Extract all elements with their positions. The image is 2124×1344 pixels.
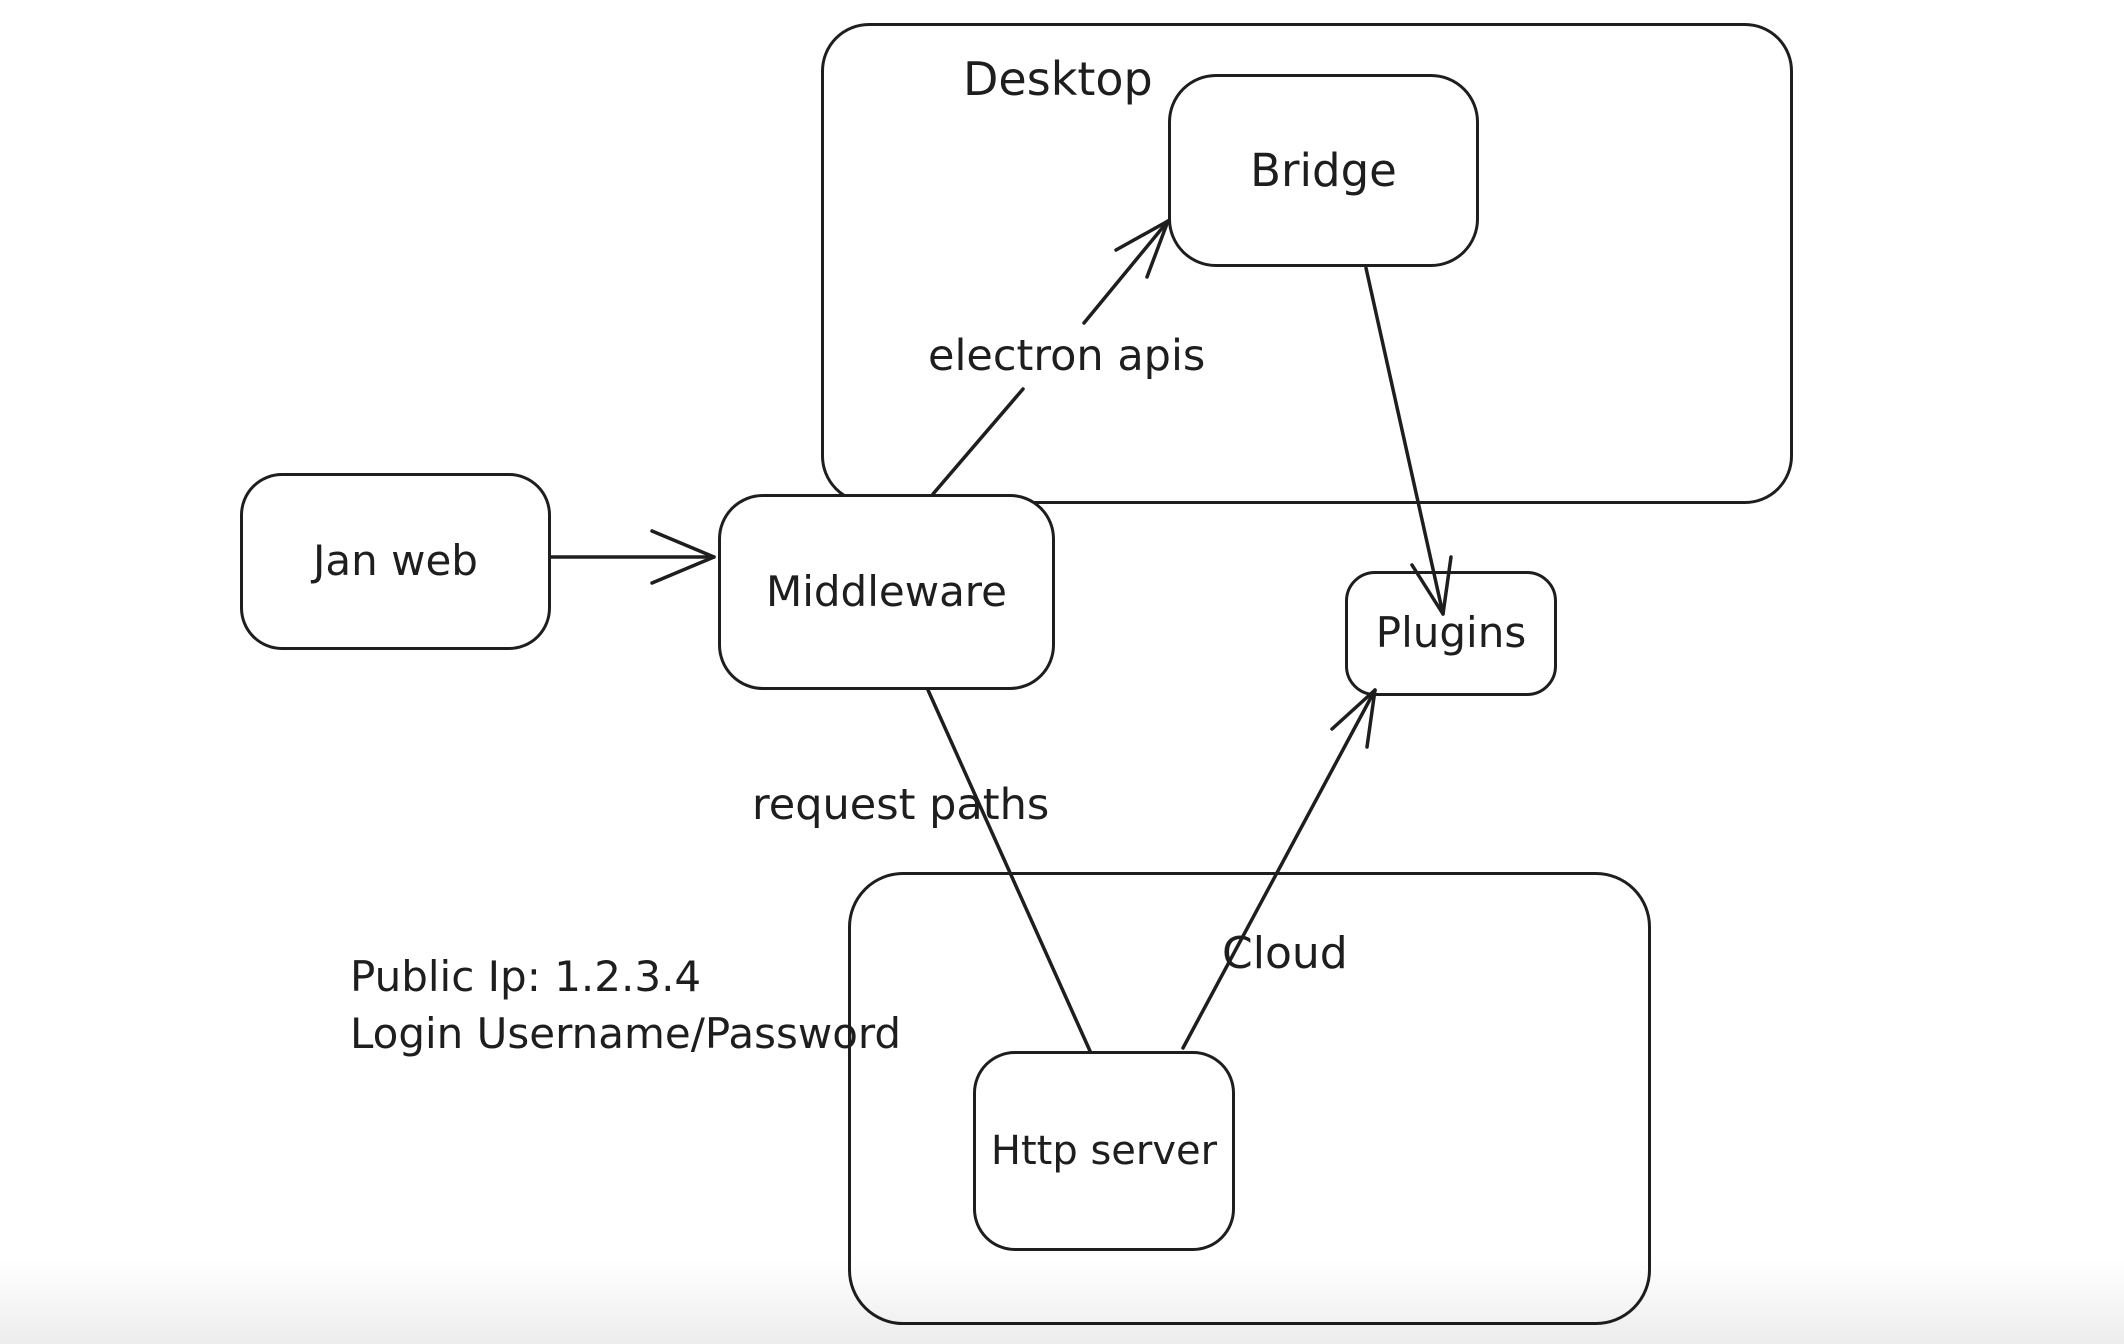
arrow-http-server-to-plugins[interactable] (1181, 688, 1377, 1050)
node-middleware[interactable]: Middleware (718, 494, 1055, 690)
node-plugins[interactable]: Plugins (1345, 571, 1557, 696)
edge-label-request-paths[interactable]: request paths (752, 780, 1050, 830)
jan-web-label: Jan web (313, 536, 478, 586)
arrow-jan-web-to-middleware[interactable] (549, 529, 716, 585)
bridge-label: Bridge (1250, 143, 1397, 197)
desktop-label[interactable]: Desktop (963, 52, 1153, 106)
arrow-middleware-to-bridge[interactable] (931, 219, 1170, 496)
node-jan-web[interactable]: Jan web (240, 473, 551, 650)
annotation-line-2: Login Username/Password (350, 1009, 902, 1058)
middleware-label: Middleware (765, 566, 1007, 616)
line-middleware-to-http-server[interactable] (926, 688, 1092, 1053)
plugins-label: Plugins (1375, 608, 1527, 658)
arrow-bridge-to-plugins[interactable] (1364, 266, 1453, 616)
annotation-line-1: Public Ip: 1.2.3.4 (350, 952, 702, 1001)
node-bridge[interactable]: Bridge (1168, 74, 1479, 267)
annotation-public-ip[interactable]: Public Ip: 1.2.3.4 Login Username/Passwo… (350, 948, 901, 1062)
edge-label-electron-apis[interactable]: electron apis (928, 331, 1206, 381)
node-http-server[interactable]: Http server (973, 1051, 1235, 1251)
desktop-container[interactable] (821, 23, 1793, 504)
http-server-label: Http server (990, 1128, 1218, 1174)
cloud-label[interactable]: Cloud (1222, 928, 1348, 979)
cloud-container[interactable] (848, 872, 1651, 1325)
